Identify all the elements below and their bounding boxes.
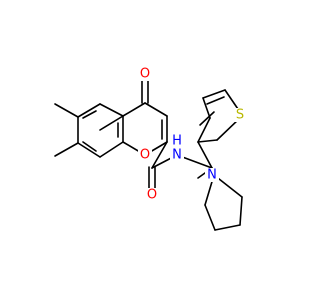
ring-oxygen-label: O bbox=[140, 148, 150, 163]
pyrrolidine-nitrogen-label: N bbox=[207, 168, 217, 183]
bond bbox=[199, 111, 215, 126]
atom-labels: O O O N H N S bbox=[138, 67, 247, 203]
bond bbox=[122, 102, 146, 117]
bond bbox=[99, 141, 124, 158]
bond bbox=[99, 115, 124, 131]
bond bbox=[206, 96, 225, 105]
bond bbox=[82, 141, 97, 152]
bond bbox=[202, 89, 226, 99]
bond bbox=[202, 97, 211, 119]
bond bbox=[77, 142, 101, 158]
amide-hydrogen-label: H bbox=[172, 134, 182, 149]
bond bbox=[99, 103, 124, 117]
molecule-structure: O O O N H N S bbox=[54, 66, 247, 231]
bond bbox=[77, 103, 101, 118]
bond bbox=[197, 139, 218, 143]
bond bbox=[239, 196, 243, 226]
bond bbox=[197, 117, 211, 143]
bond bbox=[82, 110, 97, 119]
bonds bbox=[54, 79, 243, 231]
molecule-structure-canvas: O O O N H N S bbox=[54, 66, 247, 231]
bond bbox=[54, 103, 79, 118]
thiophene-sulfur-label: S bbox=[236, 108, 244, 123]
bond bbox=[144, 102, 168, 117]
bond bbox=[204, 204, 216, 231]
bond bbox=[214, 224, 241, 231]
bond bbox=[54, 142, 79, 157]
amide-nitrogen-label: N bbox=[172, 148, 182, 163]
amide-oxygen-label: O bbox=[147, 188, 157, 203]
bond bbox=[197, 141, 213, 169]
bond bbox=[151, 141, 168, 169]
ketone-oxygen-label: O bbox=[140, 67, 150, 82]
